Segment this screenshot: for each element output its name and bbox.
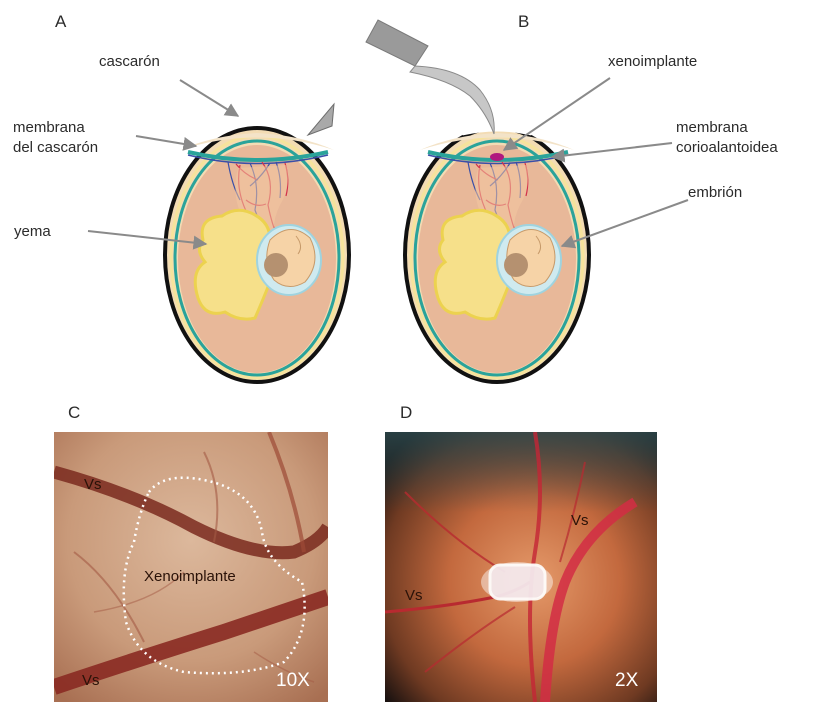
egg-a [165, 128, 349, 382]
label-xenograft: xenoimplante [608, 52, 697, 71]
vessel-label-bottom: Vs [82, 672, 100, 689]
label-shell: cascarón [99, 52, 160, 71]
magnification-label: 10X [276, 670, 310, 692]
blade-icon [308, 104, 334, 135]
label-cam-line1: membrana [676, 118, 748, 137]
xenograft [490, 565, 545, 599]
spatula-icon [366, 20, 494, 134]
arrow-cam [552, 143, 672, 157]
photo-d: Vs Vs 2X [385, 432, 657, 702]
arrow-shell-membrane [136, 136, 196, 146]
vessel-label-top: Vs [84, 476, 102, 493]
label-shell-membrane-line2: del cascarón [13, 138, 98, 157]
label-yolk: yema [14, 222, 51, 241]
xenograft [490, 153, 504, 161]
magnification-label: 2X [615, 670, 638, 692]
panel-letter-c: C [68, 403, 80, 423]
vessel-label-left: Vs [405, 587, 423, 604]
arrow-xenograft [504, 78, 610, 150]
vessel-label-right: Vs [571, 512, 589, 529]
photo-c: Vs Xenoimplante Vs 10X [54, 432, 328, 702]
label-shell-membrane-line1: membrana [13, 118, 85, 137]
egg-b [405, 128, 589, 382]
label-cam-line2: corioalantoidea [676, 138, 778, 157]
arrow-shell [180, 80, 238, 116]
label-embryo: embrión [688, 183, 742, 202]
xenograft-label: Xenoimplante [144, 568, 236, 585]
panel-letter-d: D [400, 403, 412, 423]
